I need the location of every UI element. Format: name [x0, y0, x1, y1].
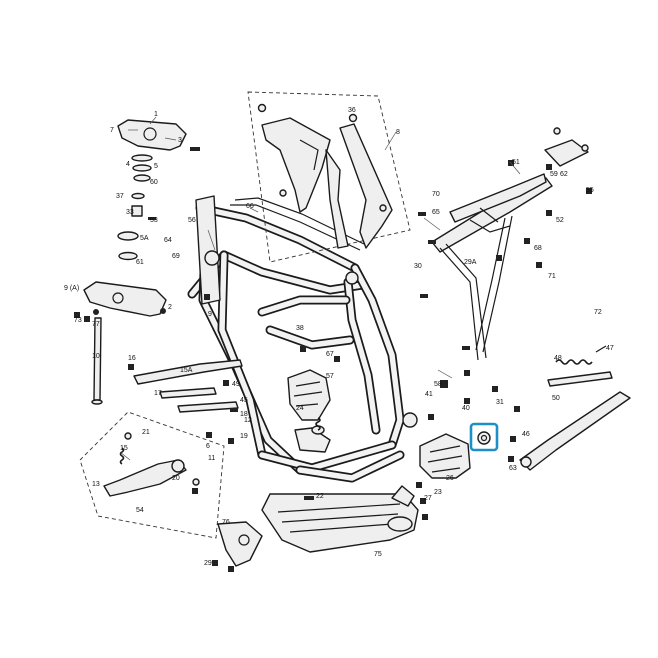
top-triple-clamp [117, 119, 187, 261]
brake-pedal [79, 411, 225, 539]
callout-1: 1 [154, 111, 158, 118]
side-stand [519, 345, 631, 471]
swingarm-pivot-axle [91, 317, 103, 405]
callout-12: 12 [244, 417, 252, 424]
rear-bracket-76 [217, 521, 263, 567]
callout-50: 50 [552, 395, 560, 402]
side-panels-group [247, 91, 411, 263]
callout-40: 40 [462, 405, 470, 412]
callout-16: 16 [128, 355, 136, 362]
callout-38: 38 [296, 325, 304, 332]
callout-26: 26 [446, 475, 454, 482]
callout-76: 76 [222, 519, 230, 526]
callout-2: 2 [168, 304, 172, 311]
skid-plate [261, 485, 419, 553]
callout-65: 65 [432, 209, 440, 216]
callout-10: 10 [92, 353, 100, 360]
rear-subframe [431, 127, 589, 361]
callout-15a: 15A [180, 367, 193, 374]
callout-48: 48 [554, 355, 562, 362]
callout-29a: 29A [464, 259, 477, 266]
callout-21: 21 [142, 429, 150, 436]
callout-9: 9 [208, 311, 212, 318]
callout-5a: 5A [140, 235, 149, 242]
callout-66: 66 [246, 203, 254, 210]
callout-70: 70 [432, 191, 440, 198]
callout-18: 18 [240, 411, 248, 418]
callout-54: 54 [136, 507, 144, 514]
callout-75: 75 [374, 551, 382, 558]
highlight-box [469, 422, 499, 452]
leader-lines [119, 116, 521, 461]
callout-72: 72 [594, 309, 602, 316]
callout-52: 52 [556, 217, 564, 224]
callout-49: 49 [232, 381, 240, 388]
right-footpeg [419, 433, 471, 479]
callout-55: 55 [586, 187, 594, 194]
callout-11: 11 [208, 455, 215, 462]
callout-17: 17 [154, 390, 162, 397]
callout-37: 37 [116, 193, 124, 200]
callout-57: 57 [326, 373, 334, 380]
callout-13: 13 [92, 481, 100, 488]
callout-29: 29 [204, 560, 212, 567]
callout-36: 36 [348, 107, 356, 114]
callout-24: 24 [296, 405, 304, 412]
callout-3: 3 [178, 137, 182, 144]
callout-61: 61 [136, 259, 144, 266]
callout-22: 22 [316, 493, 324, 500]
callout-77: 77 [92, 321, 100, 328]
callout-4: 4 [126, 161, 130, 168]
callout-53: 53 [150, 217, 158, 224]
callout-58: 58 [434, 381, 442, 388]
callout-69: 69 [172, 253, 180, 260]
callout-23: 23 [434, 489, 442, 496]
callout-15: 15 [120, 445, 128, 452]
callout-labels: 1 2 3 4 5 6 7 8 9 10 11 12 13 15 16 17 1… [64, 107, 614, 567]
callout-67: 67 [326, 351, 334, 358]
callout-64: 64 [164, 237, 172, 244]
callout-7: 7 [110, 127, 114, 134]
callout-59: 59 [550, 171, 558, 178]
callout-46: 46 [522, 431, 530, 438]
callout-68: 68 [534, 245, 542, 252]
callout-73: 73 [74, 317, 82, 324]
callout-20: 20 [172, 475, 180, 482]
highlighted-part-group [469, 422, 499, 452]
main-frame [187, 195, 418, 483]
callout-31: 31 [496, 399, 504, 406]
callout-6: 6 [206, 443, 210, 450]
callout-8: 8 [396, 129, 400, 136]
callout-30: 30 [414, 263, 422, 270]
callout-5: 5 [154, 163, 158, 170]
callout-62: 62 [560, 171, 568, 178]
callout-19: 19 [240, 433, 248, 440]
callout-63: 63 [509, 465, 517, 472]
callout-41: 41 [425, 391, 433, 398]
callout-45: 45 [240, 397, 248, 404]
callout-47: 47 [606, 345, 614, 352]
bottom-triple-clamp [83, 281, 167, 317]
callout-71: 71 [548, 273, 556, 280]
callout-51: 51 [512, 159, 520, 166]
callout-56: 56 [188, 217, 196, 224]
callout-27: 27 [424, 495, 432, 502]
callout-33: 33 [126, 209, 134, 216]
callout-9a: 9 (A) [64, 285, 79, 292]
left-footpeg [287, 369, 331, 435]
callout-60: 60 [150, 179, 158, 186]
